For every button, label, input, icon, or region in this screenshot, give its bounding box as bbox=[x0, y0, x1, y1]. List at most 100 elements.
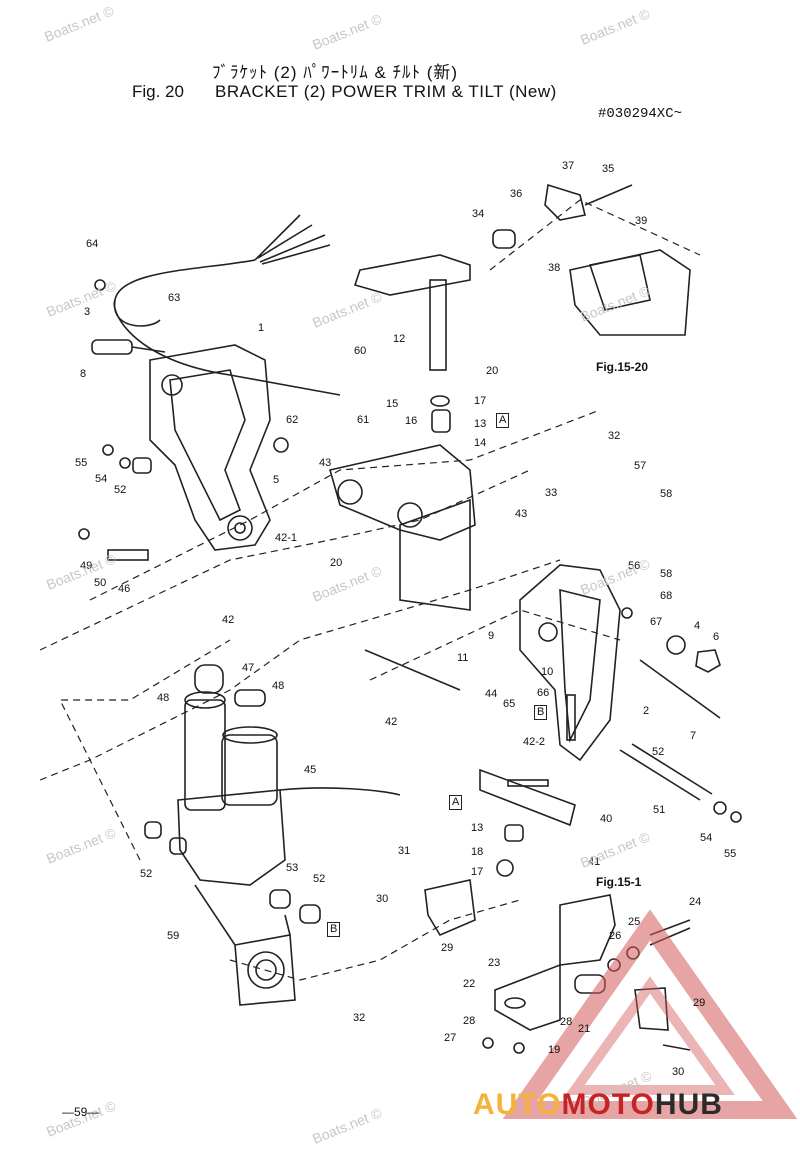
callout: 21 bbox=[578, 1023, 591, 1035]
callout: 42-1 bbox=[275, 532, 298, 544]
callout: 45 bbox=[304, 764, 317, 776]
callout: 52 bbox=[140, 868, 153, 880]
callout: 13 bbox=[474, 418, 487, 430]
logo-part-hub: HUB bbox=[654, 1088, 723, 1121]
callout: 63 bbox=[168, 292, 181, 304]
callout: 17 bbox=[471, 866, 484, 878]
callout: 43 bbox=[515, 508, 528, 520]
callout: 60 bbox=[354, 345, 367, 357]
callout: 67 bbox=[650, 616, 663, 628]
callout: 52 bbox=[313, 873, 326, 885]
callout: 42 bbox=[385, 716, 398, 728]
automotohub-logo: AUTOMOTOHUB bbox=[473, 1088, 723, 1122]
callout: 48 bbox=[272, 680, 285, 692]
tilt-cylinder bbox=[184, 699, 226, 811]
callout: 40 bbox=[600, 813, 613, 825]
callout: 62 bbox=[286, 414, 299, 426]
figure-number: Fig. 20 bbox=[132, 82, 184, 101]
lower-bracket bbox=[494, 963, 561, 1031]
callout: 8 bbox=[80, 368, 87, 380]
callout: 25 bbox=[628, 916, 641, 928]
callout: 38 bbox=[548, 262, 561, 274]
callout: 28 bbox=[560, 1016, 573, 1028]
callout: 20 bbox=[486, 365, 499, 377]
callout: 30 bbox=[672, 1066, 685, 1078]
link-plate-37 bbox=[544, 183, 586, 221]
callout: 46 bbox=[118, 583, 131, 595]
callout: 9 bbox=[488, 630, 495, 642]
callout: 10 bbox=[541, 666, 554, 678]
serial-range: #030294XC~ bbox=[598, 106, 683, 122]
callout: 35 bbox=[602, 163, 615, 175]
callout: 55 bbox=[75, 457, 88, 469]
callout: 6 bbox=[713, 631, 720, 643]
callout: 27 bbox=[444, 1032, 457, 1044]
callout: 32 bbox=[353, 1012, 366, 1024]
callout: 61 bbox=[357, 414, 370, 426]
callout: 28 bbox=[463, 1015, 476, 1027]
callout: 54 bbox=[95, 473, 108, 485]
callout: 47 bbox=[242, 662, 255, 674]
callout: 32 bbox=[608, 430, 621, 442]
callout: 5 bbox=[273, 474, 280, 486]
callout: 29 bbox=[441, 942, 454, 954]
page-number: —59— bbox=[62, 1105, 100, 1119]
assembly-guide-lines bbox=[39, 199, 701, 981]
callout: 11 bbox=[457, 652, 469, 664]
pin-part bbox=[91, 339, 133, 355]
callout: 55 bbox=[724, 848, 737, 860]
callout: 20 bbox=[330, 557, 343, 569]
callout: 18 bbox=[471, 846, 484, 858]
logo-part-auto: AUTO bbox=[473, 1088, 562, 1121]
callout: 29 bbox=[693, 997, 706, 1009]
connector-box-b: B bbox=[327, 922, 341, 937]
trim-motor bbox=[221, 734, 278, 806]
callout: 24 bbox=[689, 896, 702, 908]
callout: 68 bbox=[660, 590, 673, 602]
callout: 42-2 bbox=[523, 736, 546, 748]
callout: 37 bbox=[562, 160, 575, 172]
callout: 22 bbox=[463, 978, 476, 990]
callout: 57 bbox=[634, 460, 647, 472]
shaft-12 bbox=[429, 279, 447, 371]
callout: 15 bbox=[386, 398, 399, 410]
callout: 65 bbox=[503, 698, 516, 710]
callout: 1 bbox=[258, 322, 265, 334]
callout: 42 bbox=[222, 614, 235, 626]
callout: 44 bbox=[485, 688, 498, 700]
slotted-plate bbox=[479, 768, 576, 827]
callout: 50 bbox=[94, 577, 107, 589]
callout: 52 bbox=[652, 746, 665, 758]
callout: 19 bbox=[548, 1044, 561, 1056]
gasket-29 bbox=[424, 879, 476, 937]
callout: 54 bbox=[700, 832, 713, 844]
callout: 39 bbox=[635, 215, 648, 227]
callout: 17 bbox=[474, 395, 487, 407]
connector-box-a: A bbox=[449, 795, 463, 810]
bracket-left bbox=[149, 344, 271, 551]
callout: 16 bbox=[405, 415, 418, 427]
callout: 49 bbox=[80, 560, 93, 572]
logo-triangle bbox=[502, 909, 798, 1119]
wire-harness bbox=[113, 259, 256, 327]
callout: 3 bbox=[84, 306, 91, 318]
callout: 43 bbox=[319, 457, 332, 469]
rod-44 bbox=[364, 649, 461, 691]
callout: 41 bbox=[588, 856, 601, 868]
callout: 58 bbox=[660, 488, 673, 500]
callout: 26 bbox=[609, 930, 622, 942]
callout: 56 bbox=[628, 560, 641, 572]
callout: 33 bbox=[545, 487, 558, 499]
title-japanese: ﾌﾞﾗｹｯﾄ (2) ﾊﾟﾜｰﾄﾘﾑ & ﾁﾙﾄ (新) bbox=[212, 63, 459, 82]
callout: 2 bbox=[643, 705, 650, 717]
rod-7 bbox=[639, 659, 721, 719]
bracket-right bbox=[519, 564, 621, 762]
connector-box-b: B bbox=[534, 705, 548, 720]
callout: 36 bbox=[510, 188, 523, 200]
connector-box-a: A bbox=[496, 413, 510, 428]
callout: 7 bbox=[690, 730, 697, 742]
callout: 23 bbox=[488, 957, 501, 969]
callout: 64 bbox=[86, 238, 99, 250]
callout: 53 bbox=[286, 862, 299, 874]
figure-title: BRACKET (2) POWER TRIM & TILT (New) bbox=[215, 82, 557, 101]
